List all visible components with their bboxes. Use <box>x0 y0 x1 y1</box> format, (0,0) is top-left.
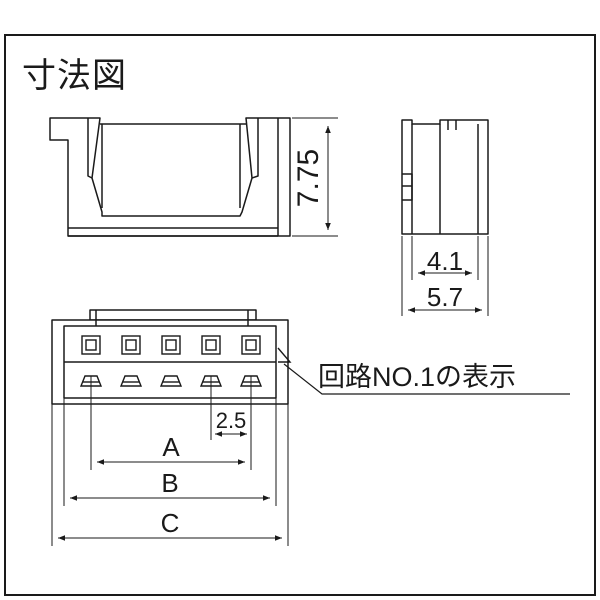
pin-contacts-row <box>81 335 261 355</box>
pin-latch <box>79 375 103 387</box>
drawing-frame <box>4 34 596 596</box>
pin-contact-outer <box>81 335 101 355</box>
pin-latch <box>119 375 143 387</box>
side-outer-label: 5.7 <box>427 282 463 312</box>
dimension-c-label: C <box>161 508 180 538</box>
side-view <box>401 119 489 235</box>
front-view <box>49 117 291 237</box>
pin-contact-outer <box>161 335 181 355</box>
height-label: 7.75 <box>292 149 325 207</box>
pin-contact-inner <box>205 339 217 351</box>
pin-latch <box>239 375 263 387</box>
pin-contact-inner <box>165 339 177 351</box>
callout-label: 回路NO.1の表示 <box>318 362 516 392</box>
dimension-a-label: A <box>162 432 180 462</box>
pin-contact-outer <box>241 335 261 355</box>
pitch-label: 2.5 <box>216 408 247 433</box>
pitch-dimension <box>210 376 252 440</box>
height-dimension <box>292 117 338 237</box>
abc-dimensions <box>51 376 289 546</box>
pin-contact-inner <box>245 339 257 351</box>
pin-contact-outer <box>121 335 141 355</box>
pin-latch <box>159 375 183 387</box>
side-dimensions <box>401 236 489 316</box>
dimension-b-label: B <box>161 468 178 498</box>
callout-leader <box>283 363 570 395</box>
drawing-title: 寸法図 <box>22 56 127 96</box>
circuit-1-marker <box>277 347 292 363</box>
pin-contact-inner <box>125 339 137 351</box>
pin-contact-inner <box>85 339 97 351</box>
side-inner-label: 4.1 <box>427 246 463 276</box>
pin-contact-outer <box>201 335 221 355</box>
pin-latch <box>199 375 223 387</box>
top-view <box>51 309 289 405</box>
